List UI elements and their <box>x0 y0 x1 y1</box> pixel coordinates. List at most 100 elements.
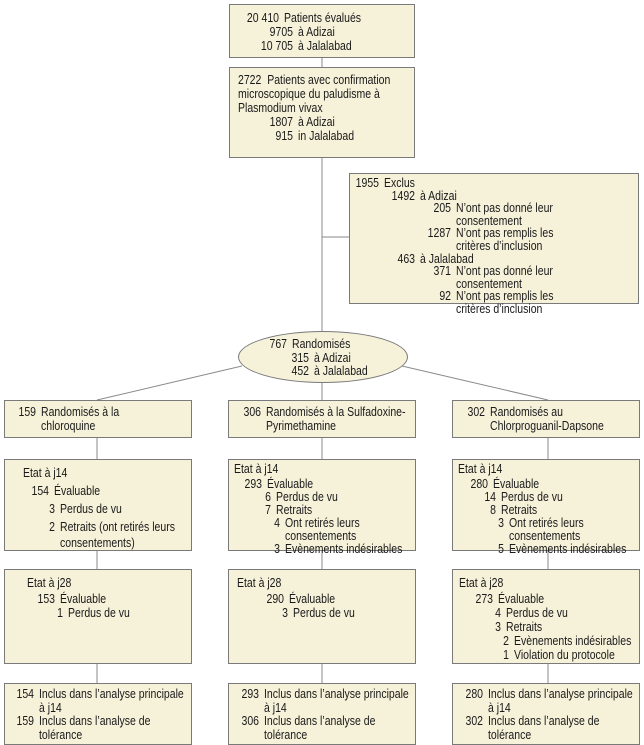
count-value: 2 <box>49 520 55 534</box>
count-label: Ont retirés leurs consentements <box>509 516 584 543</box>
count-value: 1 <box>503 648 509 662</box>
box-heading: Etat à j28 <box>27 576 72 590</box>
connector-line <box>96 365 243 401</box>
box-heading: Etat à j14 <box>23 466 68 480</box>
count-label: Perdus de vu <box>293 606 355 620</box>
count-label: Violation du protocole <box>514 648 615 662</box>
count-label: à Jalalabad <box>298 39 352 53</box>
count-value: 1492 <box>391 188 415 203</box>
count-value: 1955 <box>355 176 379 190</box>
count-value: 4 <box>495 606 501 620</box>
count-label: Patients évalués <box>284 11 362 25</box>
box-finalc: 280 Inclus dans l’analyse principale à j1… <box>452 683 640 745</box>
count-value: 14 <box>484 490 496 504</box>
count-label: Perdus de vu <box>68 606 130 620</box>
count-value: 3 <box>274 542 280 556</box>
count-value: 290 <box>266 592 284 606</box>
count-value: 293 <box>241 687 259 701</box>
count-value: 3 <box>282 606 288 620</box>
count-value: 280 <box>470 477 488 491</box>
count-value: 1287 <box>427 226 451 241</box>
count-value: 6 <box>265 490 271 504</box>
count-label: Perdus de vu <box>60 502 122 516</box>
count-label: Evènements indésirables <box>514 634 632 648</box>
count-label: Évaluable <box>493 477 540 491</box>
count-value: 3 <box>49 502 55 516</box>
count-value: 9705 <box>269 25 293 39</box>
count-label: Inclus dans l’analyse principale à j14 <box>264 687 409 715</box>
count-label: Perdus de vu <box>506 606 568 620</box>
count-value: 2 <box>503 634 509 648</box>
count-label: Retraits <box>506 620 543 634</box>
count-value: 3 <box>495 620 501 634</box>
count-label: Randomisés <box>292 337 351 351</box>
count-value: 154 <box>31 484 49 498</box>
count-label: Évaluable <box>498 592 545 606</box>
count-label: Randomisés à la Sulfadoxine- Pyrimethami… <box>266 405 406 433</box>
box-finalb: 293 Inclus dans l’analyse principale à j1… <box>228 683 416 745</box>
box-text: 2722 Patients avec confirmation microsco… <box>238 73 390 115</box>
count-label: Inclus dans l’analyse de tolérance <box>264 714 376 742</box>
count-label: à Jalalabad <box>314 364 368 378</box>
count-label: Patients avec confirmation microscopique… <box>238 73 391 115</box>
count-value: 5 <box>498 542 504 556</box>
box-finala: 154 Inclus dans l’analyse principale à j1… <box>4 683 192 745</box>
count-value: 92 <box>439 289 451 304</box>
count-label: Perdus de vu <box>276 490 338 504</box>
box-heading: Etat à j28 <box>459 576 504 590</box>
count-label: Exclus <box>384 176 415 190</box>
count-value: 280 <box>465 687 483 701</box>
count-label: N’ont pas donné leur consentement <box>456 264 553 291</box>
count-label: Randomisés au Chlorproguanil-Dapsone <box>490 405 604 433</box>
count-label: Inclus dans l’analyse de tolérance <box>39 714 151 742</box>
count-label: à Adizai <box>298 115 335 129</box>
count-value: 315 <box>291 350 309 365</box>
count-value: 273 <box>475 592 493 606</box>
count-value: 463 <box>397 251 415 266</box>
box-arm3: 302 Randomisés au Chlorproguanil-Dapsone <box>452 400 640 438</box>
count-value: 306 <box>241 714 259 728</box>
box-heading: Etat à j14 <box>458 462 503 476</box>
connector-line <box>401 365 549 401</box>
count-label: Retraits <box>501 503 538 517</box>
count-label: Retraits <box>276 503 313 517</box>
count-label: à Jalalabad <box>420 251 474 266</box>
box-heading: Etat à j28 <box>237 576 282 590</box>
count-value: 7 <box>265 503 271 517</box>
count-label: N’ont pas donné leur consentement <box>456 201 553 228</box>
count-value: 293 <box>244 477 262 491</box>
count-label: Inclus dans l’analyse principale à j14 <box>488 687 633 715</box>
count-value: 4 <box>274 516 280 530</box>
count-label: Randomisés à la chloroquine <box>41 405 120 433</box>
count-value: 1807 <box>269 115 293 129</box>
count-value: 8 <box>490 503 496 517</box>
count-label: Perdus de vu <box>501 490 563 504</box>
count-value: 452 <box>291 364 309 378</box>
count-value: 302 <box>467 405 485 419</box>
count-label: Inclus dans l’analyse de tolérance <box>488 714 600 742</box>
count-value: 3 <box>498 516 504 530</box>
count-value: 2722 <box>238 73 262 87</box>
box-confirmed: 2722 Patients avec confirmation microsco… <box>229 67 415 158</box>
count-value: 1 <box>57 606 63 620</box>
count-label: Evènements indésirables <box>509 542 627 556</box>
count-value: 302 <box>465 714 483 728</box>
count-label: N’ont pas remplis les critères d’inclusi… <box>456 289 554 316</box>
count-value: 154 <box>16 687 34 701</box>
count-label: à Adizai <box>314 350 351 365</box>
count-label: Evènements indésirables <box>285 542 403 556</box>
count-label: Inclus dans l’analyse principale à j14 <box>39 687 184 715</box>
count-value: 915 <box>275 129 293 143</box>
count-value: 20 410 <box>246 11 279 25</box>
count-label: Retraits (ont retirés leurs consentement… <box>60 520 175 550</box>
count-label: N’ont pas remplis les critères d’inclusi… <box>456 226 554 253</box>
